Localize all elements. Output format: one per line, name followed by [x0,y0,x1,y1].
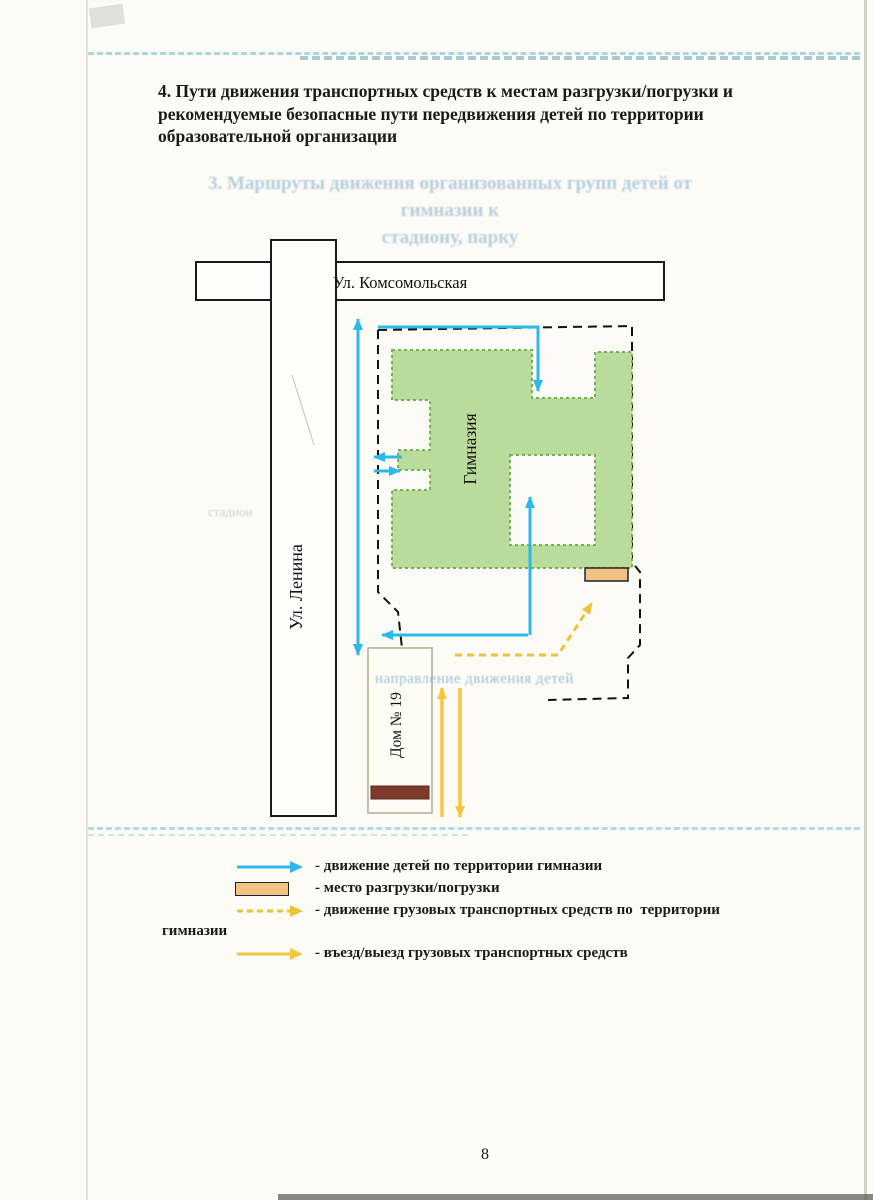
scan-bottom-edge [278,1194,873,1200]
legend-label-children-route: - движение детей по территории гимназии [315,858,603,874]
scan-artifact-top [88,52,860,55]
children-route-arrow-icon [237,861,303,873]
house-19-stripe [370,785,430,800]
legend: - движение детей по территории гимназии … [160,856,840,965]
freight-entry-arrow-icon [237,948,303,960]
ghost-direction-note: направление движения детей [375,671,574,687]
scan-artifact-top-dark [300,56,860,60]
scan-fold-line [86,0,88,1200]
house-19-label: Дом № 19 [388,692,405,758]
loading-area-swatch [235,882,289,896]
page-title: 4. Пути движения транспортных средств к … [158,81,734,146]
freight-route-dashed-arrow-icon [237,905,303,917]
gymnasium-label: Гимназия [460,413,480,484]
gymnasium-building [391,349,633,569]
street-komsomolskaya-label: Ул. Комсомольская [333,273,468,292]
scan-artifact-bottom-faint [88,834,468,836]
legend-label-freight-route: - движение грузовых транспортных средств… [315,902,720,918]
site-map: Ул. Комсомольская Ул. Ленина Гимназия До… [195,239,665,818]
legend-label-freight-route-wrap: гимназии [162,923,228,939]
ghost-title: 3. Маршруты движения организованных груп… [170,170,730,251]
page-number: 8 [481,1146,489,1163]
legend-label-freight-entry: - въезд/выезд грузовых транспортных сред… [315,945,628,961]
legend-item-freight-entry: - въезд/выезд грузовых транспортных сред… [160,943,840,964]
street-lenina [270,239,337,817]
legend-item-children-route: - движение детей по территории гимназии [160,856,840,877]
ghost-title-line1: 3. Маршруты движения организованных груп… [207,173,693,221]
street-lenina-label: Ул. Ленина [286,544,306,630]
ghost-side-note: стадион [208,504,253,519]
scan-artifact-bottom [88,827,860,830]
scan-corner-mark [88,3,126,29]
freight-route-dashed [455,602,594,657]
children-route-top [378,325,543,392]
scan-right-edge [864,0,867,1200]
legend-label-loading-area: - место разгрузки/погрузки [315,880,500,896]
loading-area [584,567,629,582]
legend-item-loading-area: - место разгрузки/погрузки [160,878,840,899]
ghost-title-line2: стадиону, парку [381,227,519,248]
legend-item-freight-route: - движение грузовых транспортных средств… [160,900,840,942]
scan-crease [291,374,315,446]
